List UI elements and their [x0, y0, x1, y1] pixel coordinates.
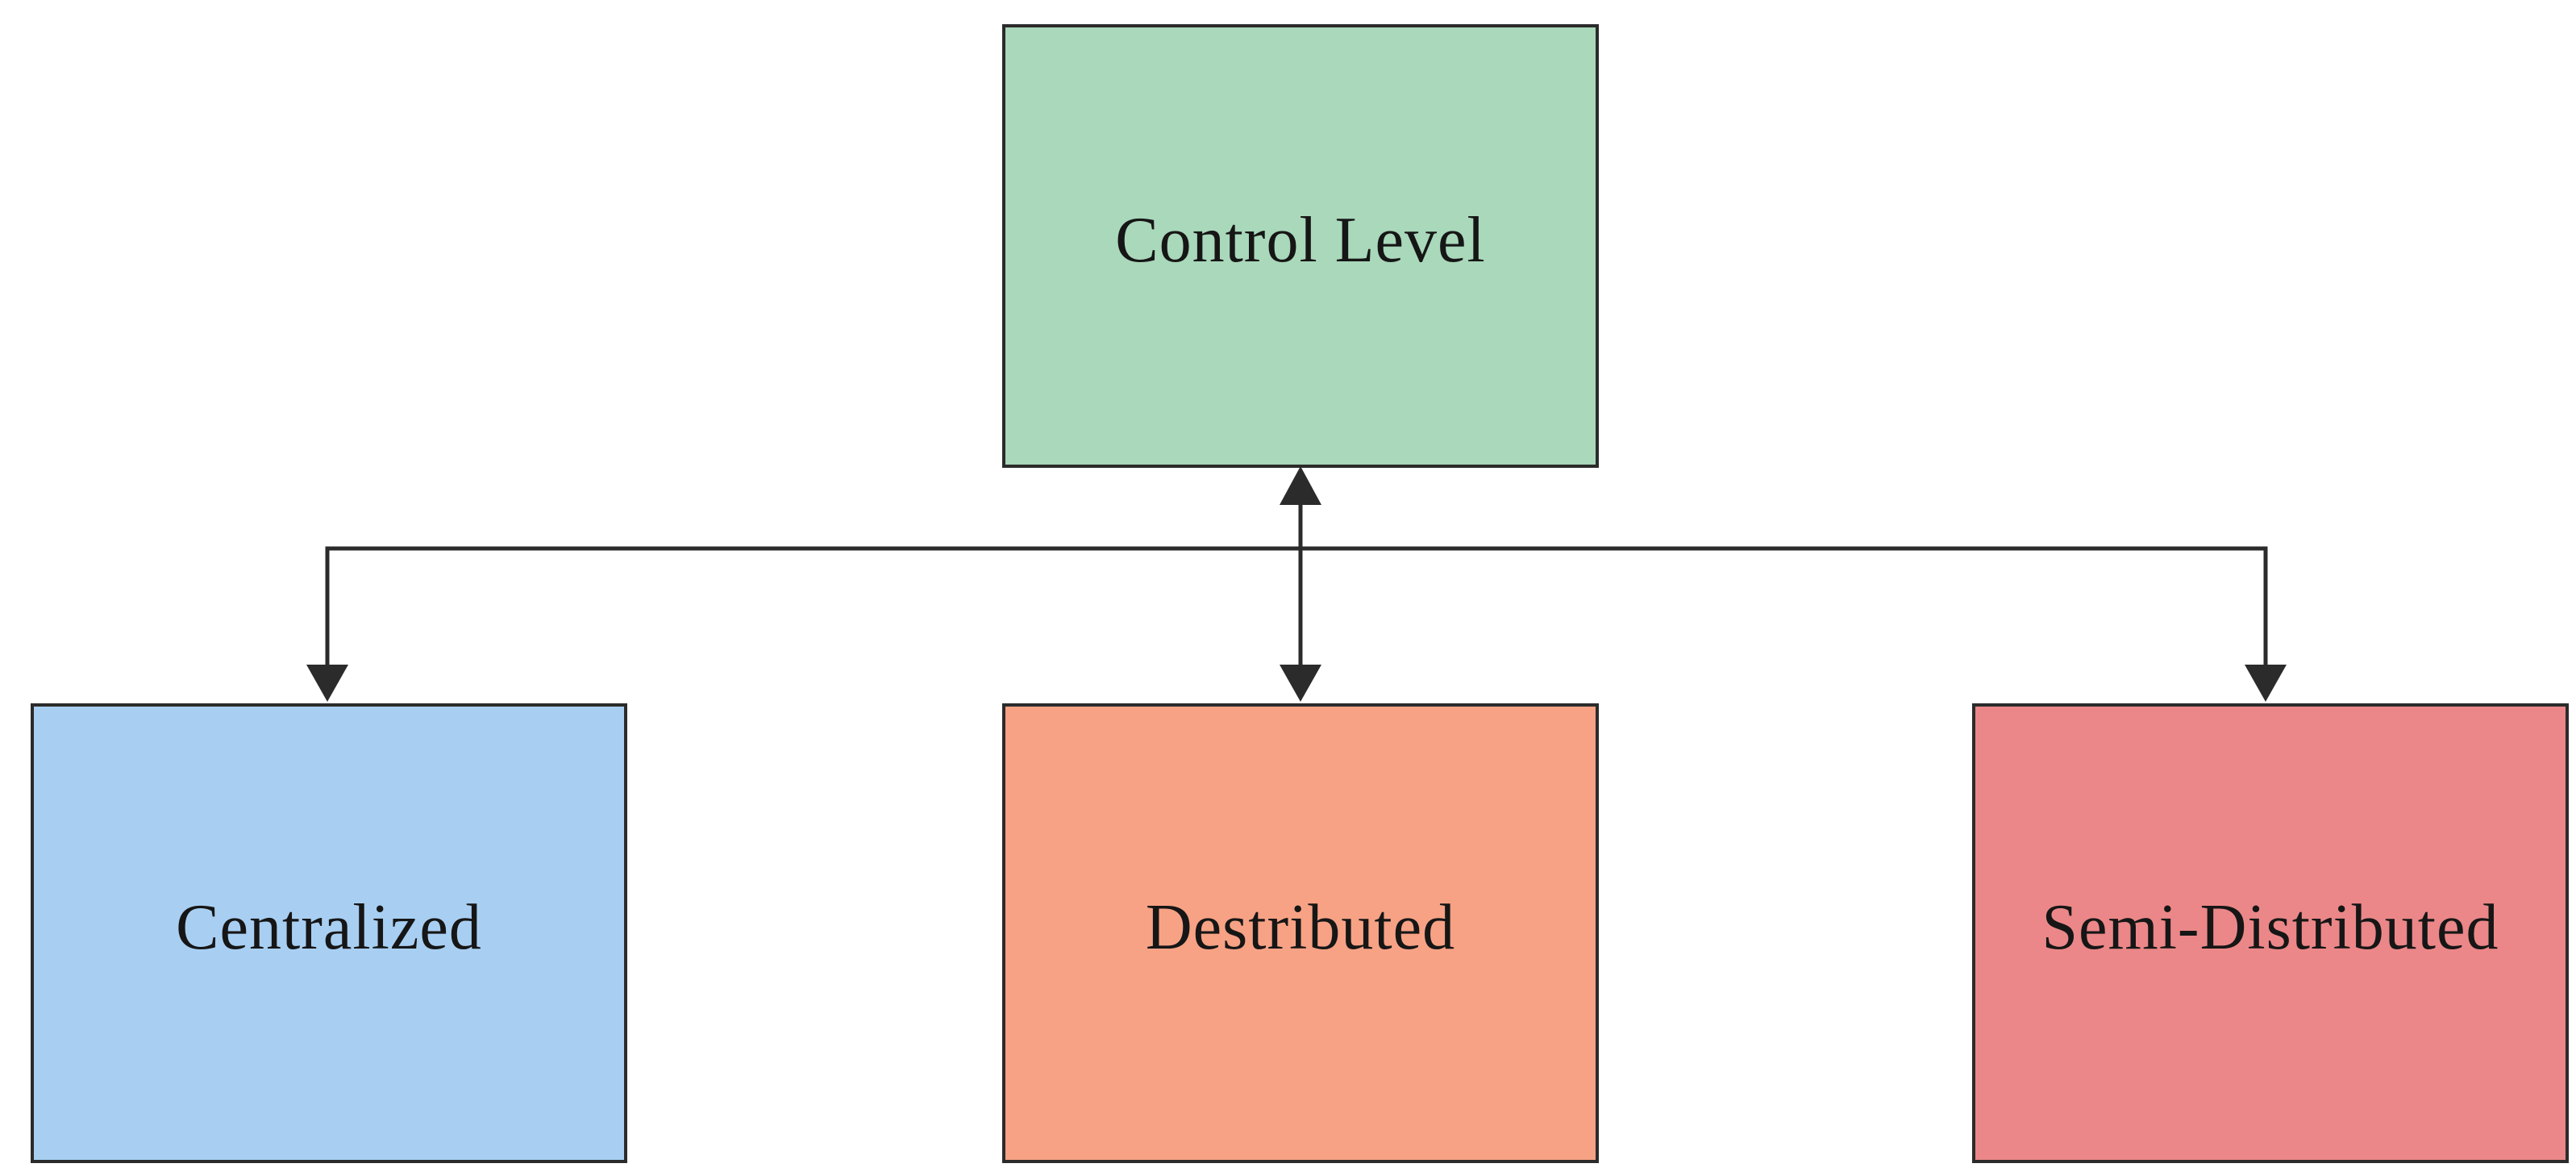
arrowhead-down-right-icon	[2245, 665, 2287, 702]
arrowhead-up-icon	[1280, 466, 1321, 505]
node-semi-distributed-label: Semi-Distributed	[2041, 892, 2499, 963]
node-destributed-label: Destributed	[1145, 892, 1456, 963]
node-semi-distributed: Semi-Distributed	[1972, 703, 2569, 1163]
arrowhead-down-center-icon	[1280, 665, 1321, 702]
arrowhead-down-left-icon	[306, 665, 348, 702]
node-centralized: Centralized	[31, 703, 627, 1163]
edge-branch-trunk	[325, 546, 2268, 671]
node-control-level-label: Control Level	[1115, 205, 1486, 276]
node-centralized-label: Centralized	[176, 892, 482, 963]
node-control-level: Control Level	[1002, 24, 1599, 468]
node-destributed: Destributed	[1002, 703, 1599, 1163]
